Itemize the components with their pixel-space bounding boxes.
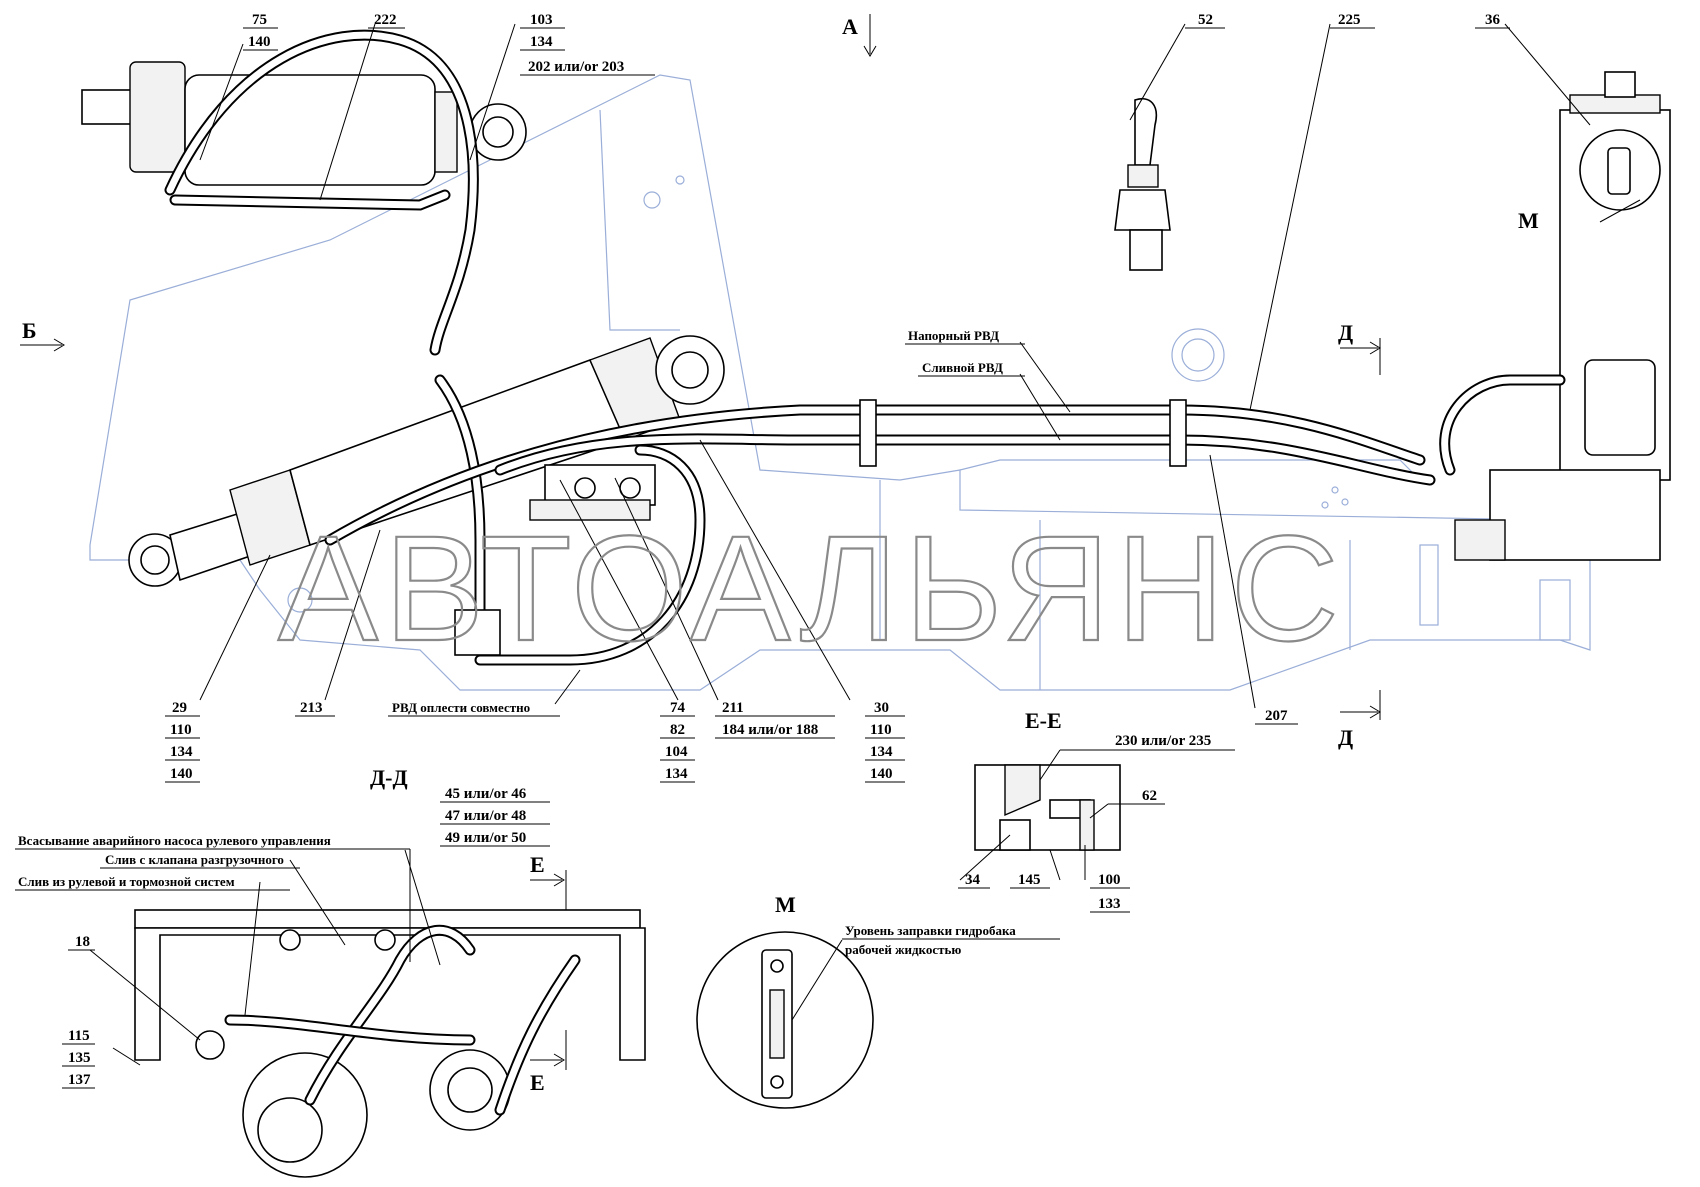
view-label-a: А: [842, 14, 858, 39]
callout-100: 100: [1098, 872, 1121, 888]
callout-103: 103: [530, 12, 553, 28]
callout-134c: 134: [665, 766, 688, 782]
note-emergency-suction: Всасывание аварийного насоса рулевого уп…: [18, 833, 331, 848]
section-dd: [134, 909, 646, 1178]
callout-202: 202 или/or 203: [528, 59, 624, 75]
note-drain-hose: Сливной РВД: [922, 360, 1003, 375]
hydraulic-tank: [1439, 71, 1671, 561]
callout-115: 115: [68, 1028, 90, 1044]
callout-45: 45 или/or 46: [445, 786, 527, 802]
note-fill-level-1: Уровень заправки гидробака: [845, 923, 1016, 938]
notes: Напорный РВД Сливной РВД РВД оплести сов…: [15, 328, 1060, 957]
callout-140b: 140: [170, 766, 193, 782]
callout-145: 145: [1018, 872, 1041, 888]
view-label-m-main: М: [1518, 208, 1539, 233]
callout-134b: 134: [170, 744, 193, 760]
valve-block: [454, 464, 656, 656]
callout-75: 75: [252, 12, 267, 28]
callout-110b: 110: [870, 722, 892, 738]
callout-82: 82: [670, 722, 685, 738]
callout-18: 18: [75, 934, 90, 950]
note-braid: РВД оплести совместно: [392, 700, 530, 715]
hoses: [164, 29, 1436, 666]
callout-137: 137: [68, 1072, 91, 1088]
note-steering-drain: Слив из рулевой и тормозной систем: [18, 874, 235, 889]
callout-34: 34: [965, 872, 981, 888]
callout-133: 133: [1098, 896, 1121, 912]
view-label-b: Б: [22, 318, 37, 343]
callout-74: 74: [670, 700, 686, 716]
watermark: АВТОАЛЬЯНС: [278, 504, 1345, 672]
callout-225: 225: [1338, 12, 1361, 28]
view-label-e2: Е: [530, 1070, 545, 1095]
detail-m: [696, 931, 874, 1109]
callout-62: 62: [1142, 788, 1157, 804]
leader-lines: [89, 23, 1641, 1066]
callout-29: 29: [172, 700, 187, 716]
lower-cylinder: [128, 335, 725, 587]
view-label-d1: Д: [1338, 320, 1353, 345]
callout-104: 104: [665, 744, 688, 760]
callouts: 75 140 222 103 134 202 или/or 203 52 225…: [62, 12, 1510, 1089]
callout-52: 52: [1198, 12, 1213, 28]
callout-207: 207: [1265, 708, 1288, 724]
view-labels: А Б Д Д Д-Д Е-Е Е Е М М: [22, 14, 1539, 1095]
callout-134a: 134: [530, 34, 553, 50]
callout-30: 30: [874, 700, 889, 716]
view-label-ee: Е-Е: [1025, 708, 1062, 733]
callout-135: 135: [68, 1050, 91, 1066]
note-unloading-drain: Слив с клапана разгрузочного: [105, 852, 284, 867]
callout-140c: 140: [870, 766, 893, 782]
callout-110a: 110: [170, 722, 192, 738]
view-label-m-detail: М: [775, 892, 796, 917]
callout-49: 49 или/or 50: [445, 830, 526, 846]
note-fill-level-2: рабочей жидкостью: [845, 942, 961, 957]
callout-184: 184 или/or 188: [722, 722, 818, 738]
callout-134d: 134: [870, 744, 893, 760]
callout-36: 36: [1485, 12, 1501, 28]
callout-213: 213: [300, 700, 323, 716]
section-ee: [974, 764, 1121, 851]
frame-outline: [89, 74, 1591, 691]
view-label-d2: Д: [1338, 725, 1353, 750]
view-label-dd: Д-Д: [370, 765, 408, 790]
view-label-e1: Е: [530, 852, 545, 877]
note-pressure-hose: Напорный РВД: [908, 328, 999, 343]
upper-cylinder: [81, 61, 527, 186]
callout-140a: 140: [248, 34, 271, 50]
callout-222: 222: [374, 12, 397, 28]
section-markers: [20, 14, 1381, 1070]
callout-211: 211: [722, 700, 744, 716]
callout-230: 230 или/or 235: [1115, 733, 1211, 749]
callout-47: 47 или/or 48: [445, 808, 526, 824]
joystick: [1114, 98, 1171, 271]
